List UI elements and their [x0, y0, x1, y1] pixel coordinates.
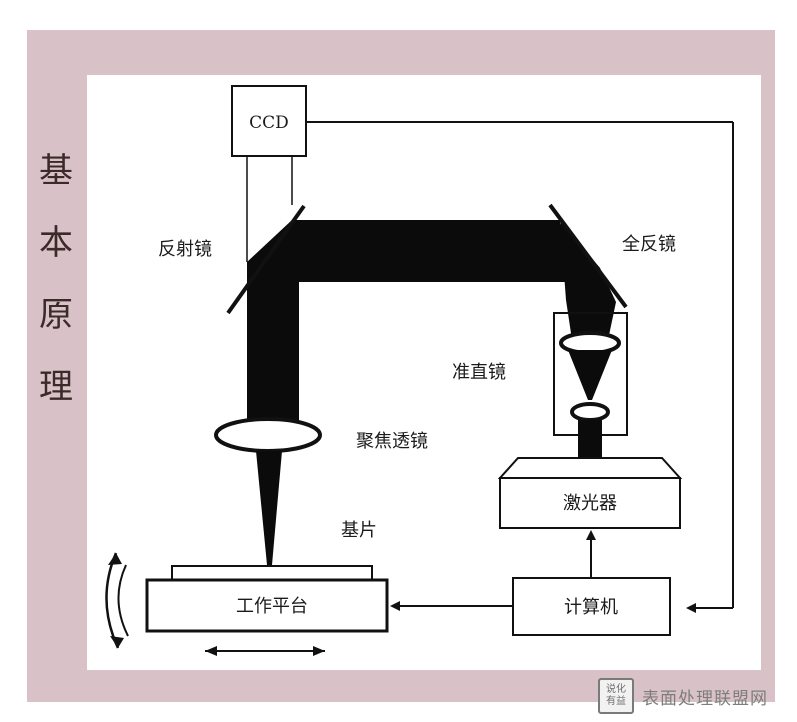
side-title-char: 原 — [39, 295, 73, 335]
side-title-char: 基 — [39, 151, 73, 191]
computer-label: 计算机 — [564, 597, 618, 618]
focused-beam-cone — [256, 451, 282, 565]
side-title-char: 理 — [39, 367, 73, 407]
laser-output-beam — [578, 420, 602, 460]
laser-label: 激光器 — [563, 493, 617, 514]
substrate-label: 基片 — [341, 520, 377, 541]
reflector-label: 反射镜 — [158, 239, 212, 260]
collimator-lens-lower — [570, 402, 610, 422]
ccd-label: CCD — [249, 113, 289, 133]
collimated-beam-cone — [568, 350, 612, 400]
work-platform-box — [145, 578, 389, 633]
watermark: 说化 有益 表面处理联盟网 — [598, 678, 768, 714]
laser-beam-horizontal — [247, 220, 600, 298]
laser-device-box — [499, 477, 681, 529]
rotation-arrow — [105, 552, 120, 649]
focusing-lens-label: 聚焦透镜 — [356, 431, 428, 452]
rotation-arrow-head-top — [108, 553, 122, 565]
reflector-mirror — [226, 204, 306, 315]
work-platform-label: 工作平台 — [236, 596, 308, 617]
full-reflector-label: 全反镜 — [622, 234, 676, 255]
horizontal-motion-arrow-right-head — [313, 646, 325, 656]
watermark-site-name: 表面处理联盟网 — [642, 688, 768, 709]
full-reflector-mirror — [548, 203, 628, 309]
laser-beam-vertical-left — [247, 280, 299, 420]
rotation-arrow-head-bottom — [110, 636, 124, 648]
focusing-lens — [214, 417, 322, 453]
horizontal-motion-arrow-left-head — [205, 646, 217, 656]
side-title-char: 本 — [39, 223, 73, 263]
watermark-logo-top: 说化 — [606, 684, 626, 695]
laser-device-top — [497, 457, 683, 479]
substrate-plate — [171, 565, 373, 581]
rotation-arrow-inner — [117, 564, 129, 637]
side-title: 基 本 原 理 — [36, 135, 76, 423]
collimator-label: 准直镜 — [452, 362, 506, 383]
watermark-logo: 说化 有益 — [598, 678, 634, 714]
watermark-logo-bottom: 有益 — [606, 696, 626, 707]
laser-beam-down-right — [560, 220, 616, 340]
